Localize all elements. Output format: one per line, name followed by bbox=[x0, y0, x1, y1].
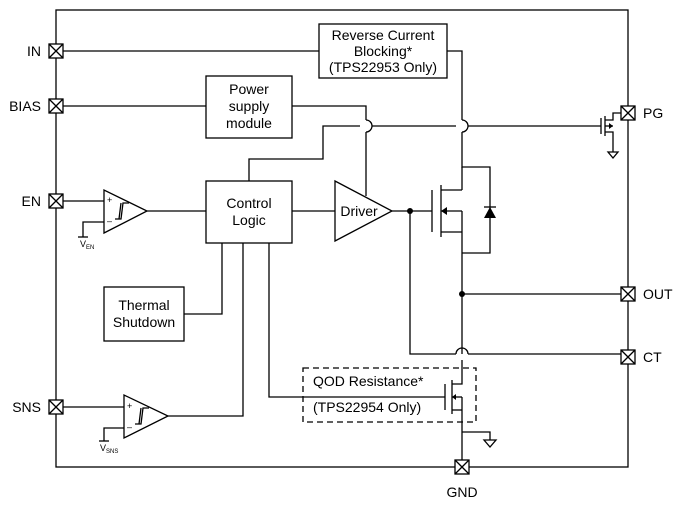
en-ref-wire bbox=[82, 221, 104, 237]
reverse-current-block: Reverse Current Blocking* (TPS22953 Only… bbox=[318, 23, 448, 79]
en-ref-label: VEN bbox=[80, 239, 94, 251]
sns-ref-label: VSNS bbox=[100, 443, 118, 455]
gnd-symbol-icon bbox=[482, 439, 498, 448]
control-logic-line-1: Control bbox=[226, 195, 271, 211]
switch-column-hop-pg bbox=[461, 119, 469, 133]
pin-label-gnd: GND bbox=[446, 484, 477, 500]
driver-to-ct-wire bbox=[409, 211, 456, 355]
pin-en-terminal bbox=[48, 193, 64, 209]
power-supply-line-2: supply bbox=[229, 98, 269, 114]
pin-in-terminal bbox=[48, 43, 64, 59]
pin-label-out: OUT bbox=[643, 286, 673, 302]
pin-label-sns: SNS bbox=[12, 399, 41, 415]
sns-ref-wire bbox=[103, 427, 124, 441]
driver-amplifier: Driver bbox=[334, 179, 394, 243]
power-supply-block: Power supply module bbox=[205, 75, 293, 139]
qod-resistance-line-2: (TPS22954 Only) bbox=[313, 399, 421, 415]
psm-to-driver-wire bbox=[292, 105, 367, 120]
pin-label-en: EN bbox=[22, 193, 41, 209]
pg-ground-icon bbox=[606, 151, 620, 160]
qod-resistance-line-1: QOD Resistance* bbox=[313, 373, 424, 389]
power-supply-line-1: Power bbox=[229, 81, 269, 97]
en-comparator-minus: – bbox=[107, 216, 112, 226]
control-logic-block: Control Logic bbox=[205, 180, 293, 244]
pin-gnd-terminal bbox=[454, 459, 470, 475]
pin-label-pg: PG bbox=[643, 105, 663, 121]
thermal-shutdown-line-2: Shutdown bbox=[113, 314, 175, 330]
thermal-to-logic bbox=[184, 243, 223, 315]
en-comparator-plus: + bbox=[107, 195, 112, 205]
en-hysteresis-icon bbox=[115, 202, 129, 220]
pin-pg-terminal bbox=[620, 105, 636, 121]
package-outline bbox=[55, 9, 629, 468]
power-supply-line-3: module bbox=[226, 115, 272, 131]
reverse-current-line-1: Reverse Current bbox=[332, 27, 435, 43]
psm-driver-hop bbox=[365, 119, 373, 133]
en-comparator: + – bbox=[103, 188, 149, 235]
qod-gate-wire bbox=[268, 243, 445, 398]
reverse-current-line-2: Blocking* bbox=[354, 43, 413, 59]
switch-column-to-drain bbox=[461, 132, 491, 206]
thermal-shutdown-block: Thermal Shutdown bbox=[103, 286, 185, 342]
pin-bias-terminal bbox=[48, 98, 64, 114]
gnd-branch bbox=[462, 431, 491, 440]
pin-label-ct: CT bbox=[643, 349, 662, 365]
pin-label-in: IN bbox=[27, 43, 41, 59]
pin-sns-terminal bbox=[48, 399, 64, 415]
pg-transistor bbox=[600, 112, 621, 152]
driver-label: Driver bbox=[340, 203, 378, 219]
sns-comparator-plus: + bbox=[127, 401, 132, 411]
pin-label-bias: BIAS bbox=[9, 98, 41, 114]
sns-hysteresis-icon bbox=[135, 407, 149, 425]
reverse-current-line-3: (TPS22953 Only) bbox=[329, 59, 437, 75]
power-mosfet bbox=[431, 185, 463, 237]
sns-comparator-minus: – bbox=[127, 422, 132, 432]
qod-mosfet bbox=[444, 380, 463, 414]
qod-resistance-block: QOD Resistance* (TPS22954 Only) bbox=[302, 367, 477, 423]
thermal-shutdown-line-1: Thermal bbox=[118, 297, 169, 313]
sns-comp-to-logic bbox=[168, 243, 244, 417]
pin-out-terminal bbox=[620, 286, 636, 302]
pg-control-wire bbox=[248, 125, 360, 181]
control-logic-line-2: Logic bbox=[232, 212, 265, 228]
body-diode bbox=[462, 206, 496, 254]
sns-comparator: + – bbox=[123, 393, 170, 440]
rcb-to-switch-wire bbox=[447, 50, 463, 120]
pin-ct-terminal bbox=[620, 349, 636, 365]
